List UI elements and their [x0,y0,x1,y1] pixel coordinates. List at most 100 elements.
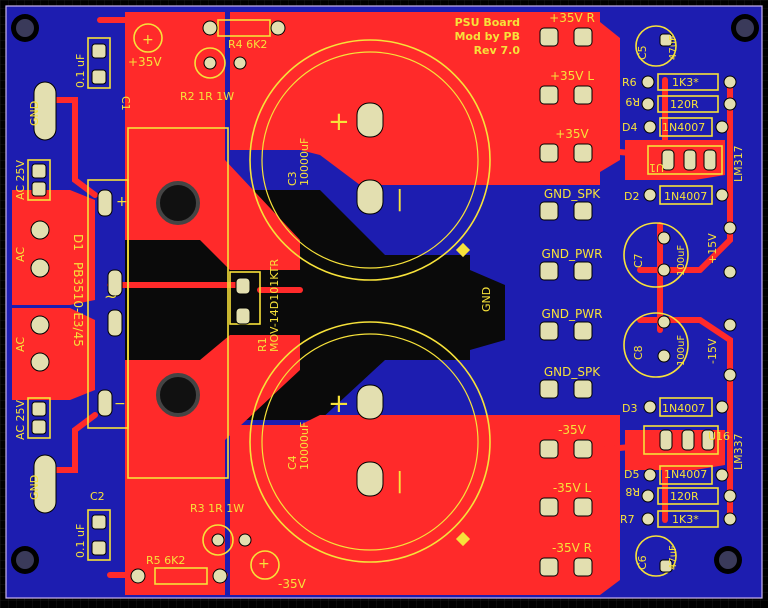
mounting-holes [11,14,759,574]
label-d3-ref: D3 [622,402,637,415]
label-r1-part: MOV-14D101KTR [268,259,281,352]
label-r4: R4 6K2 [228,38,267,51]
label-c2-ref: C2 [90,490,105,503]
label-d1-ac-symbol: ~ [104,287,117,306]
label-gnd-center: GND [480,287,493,312]
label-d1-minus: − [114,396,126,412]
label-ac-mid: AC [14,337,27,352]
title-line1: PSU Board [455,16,520,29]
cap-plus35-small [133,23,163,53]
label-c3-ref: C3 [286,171,299,186]
connector-label: +35V R [549,11,595,25]
label-r8-ref: R8 [625,485,640,498]
label-gnd-top: GND [28,101,41,126]
label-c8-ref: C8 [632,345,645,360]
cap-c1-outline [87,37,111,89]
label-r7-ref: R7 [620,513,635,526]
copper-top-right-column [625,140,725,180]
label-d4-ref: D4 [622,121,637,134]
label-d3-value: 1N4007 [662,402,705,415]
label-minus35: -35V [278,577,307,591]
label-c5-ref: C5 [636,45,649,60]
connector-label: +35V [555,127,589,141]
right-connector-pads [539,27,593,577]
label-u1-part: LM317 [732,145,745,182]
connector-label: GND_PWR [542,307,603,321]
connector-label: -35V L [553,481,592,495]
bridge-d1-pinframe [87,179,129,429]
label-r9-value: 120R [670,98,699,111]
resistor-r4 [217,19,271,37]
conn-gnd-top [33,81,57,141]
connector-label: GND_SPK [544,365,601,379]
label-c3-value: 10000uF [298,138,311,186]
right-connector-labels: +35V R +35V L +35V GND_SPK GND_PWR GND_P… [542,11,603,555]
label-c4-ref: C4 [286,455,299,470]
conn-ac25-bottom [27,397,51,439]
capacitor-c4 [249,321,491,563]
label-u16-ref: U16 [708,430,730,443]
bridge-d1-hole-bottom [156,373,200,417]
label-r7-value: 1K3* [672,513,699,526]
conn-gnd-bottom [33,454,57,514]
label-r6-ref: R6 [622,76,637,89]
label-c5-value: 47uF [668,35,679,60]
connector-label: +35V L [550,69,594,83]
title-line3: Rev 7.0 [474,44,521,57]
label-c1-value: 0.1 uF [74,54,87,88]
label-c7-ref: C7 [632,253,645,268]
label-c6-ref: C6 [636,555,649,570]
label-c6-value: 47uF [668,545,679,570]
resistor-r2 [194,47,226,79]
bridge-d1-hole-top [156,181,200,225]
copper-top-ac1 [12,190,95,305]
label-c2-value: 0.1 uF [74,524,87,558]
label-r8-value: 120R [670,490,699,503]
label-r2: R2 1R 1W [180,90,234,103]
label-plus35: +35V [128,55,162,69]
label-r1-ref: R1 [256,337,269,352]
label-plus15: +15V [706,233,719,264]
conn-ac25-top [27,159,51,201]
left-labels: +35V + -35V + GND GND AC 25V AC AC AC 25… [14,32,307,591]
label-d2-ref: D2 [624,190,639,203]
label-d2-value: 1N4007 [664,190,707,203]
label-d1-part: PB3510-E3/45 [71,262,85,347]
label-c8-value: 100uF [676,335,687,366]
label-c3-minus: | [396,187,403,212]
capacitor-c3 [249,39,491,281]
copper-top-plus35 [230,12,620,185]
label-c7-value: 100uF [676,245,687,276]
label-c3-plus: + [328,107,350,137]
label-r9-ref: R9 [625,95,640,108]
label-gnd-bottom: GND [28,475,41,500]
label-r5: R5 6K2 [146,554,185,567]
label-ac25-bottom: AC 25V [14,399,27,440]
label-d1-ref: D1 [71,234,85,251]
copper-top-minus35 [230,415,620,595]
right-column-labels: C5 47uF R6 1K3* R9 120R D4 1N4007 U1 LM3… [620,35,745,570]
cap-minus35-small [250,550,280,580]
connector-label: GND_PWR [542,247,603,261]
label-r6-value: 1K3* [672,76,699,89]
label-r3: R3 1R 1W [190,502,244,515]
title-line2: Mod by PB [454,30,520,43]
title-block: PSU Board Mod by PB Rev 7.0 [454,16,520,57]
label-ac25-top: AC 25V [14,159,27,200]
label-c4-minus: | [396,469,403,494]
resistor-r5 [154,567,208,585]
cap-c2-outline [87,509,111,561]
cap-labels: C3 10000uF + | C4 10000uF + | GND [286,107,493,494]
label-c4-plus: + [328,389,350,419]
label-d4-value: 1N4007 [662,121,705,134]
board-outline [5,5,763,599]
label-plus35-polarity: + [142,32,154,48]
connector-label: GND_SPK [544,187,601,201]
resistor-r3 [202,524,234,556]
right-column-components [623,25,737,577]
copper-top-right-column-bottom [625,430,725,470]
label-d1-plus: + [116,194,128,210]
connector-label: -35V R [552,541,592,555]
label-u1-ref: U1 [649,161,664,174]
